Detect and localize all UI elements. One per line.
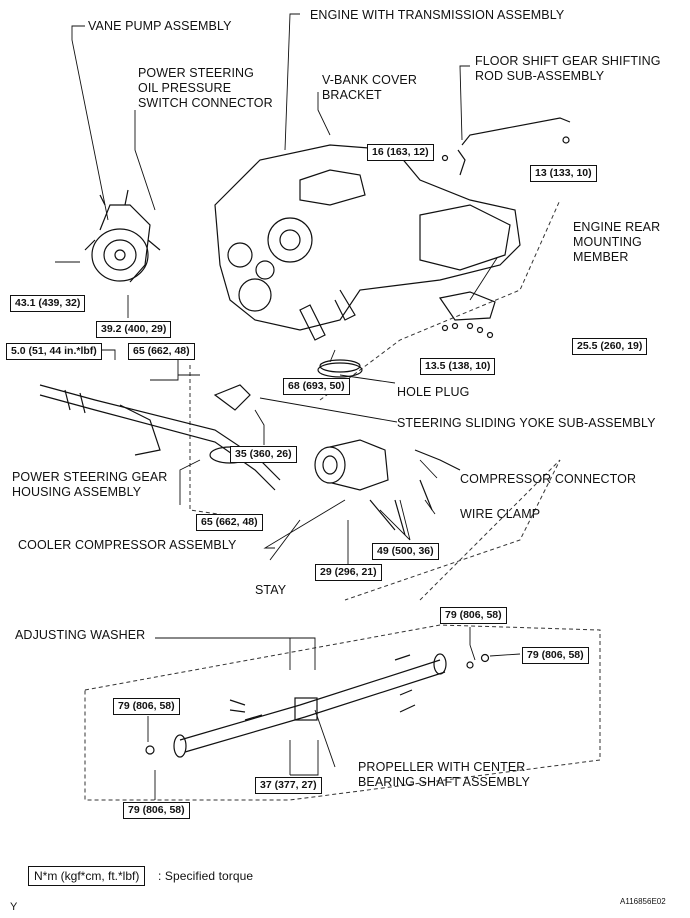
- torque-box: 13.5 (138, 10): [420, 358, 496, 375]
- ps-gear-label-line2: HOUSING ASSEMBLY: [12, 485, 142, 499]
- cooler-compressor-label: COOLER COMPRESSOR ASSEMBLY: [18, 538, 237, 552]
- torque-box: 5.0 (51, 44 in.*lbf): [6, 343, 102, 360]
- torque-box: 79 (806, 58): [113, 698, 180, 715]
- steering-yoke-label: STEERING SLIDING YOKE SUB-ASSEMBLY: [397, 416, 656, 430]
- stay-label: STAY: [255, 583, 287, 597]
- figure-code: A116856E02: [620, 897, 666, 906]
- ps-gear-label-line1: POWER STEERING GEAR: [12, 470, 168, 484]
- compressor-connector-label: COMPRESSOR CONNECTOR: [460, 472, 637, 486]
- engine-rear-label-line1: ENGINE REAR: [573, 220, 661, 234]
- torque-box: 25.5 (260, 19): [572, 338, 648, 355]
- torque-box: 35 (360, 26): [230, 446, 297, 463]
- torque-box: 37 (377, 27): [255, 777, 322, 794]
- wire-clamp-label: WIRE CLAMP: [460, 507, 541, 521]
- propeller-label-line2: BEARING SHAFT ASSEMBLY: [358, 775, 530, 789]
- torque-box: 49 (500, 36): [372, 543, 439, 560]
- vane-pump-label: VANE PUMP ASSEMBLY: [88, 19, 232, 33]
- torque-box: 79 (806, 58): [440, 607, 507, 624]
- torque-box: 16 (163, 12): [367, 144, 434, 161]
- vbank-label-line2: BRACKET: [322, 88, 382, 102]
- vane-pump-drawing: [84, 189, 161, 283]
- floor-shift-label-line2: ROD SUB-ASSEMBLY: [475, 69, 605, 83]
- torque-box: 29 (296, 21): [315, 564, 382, 581]
- propeller-label-line1: PROPELLER WITH CENTER: [358, 760, 526, 774]
- hole-plug-drawing: [317, 359, 363, 378]
- ps-switch-label-line1: POWER STEERING: [138, 66, 254, 80]
- compressor-drawing: [314, 439, 461, 536]
- torque-box: 65 (662, 48): [128, 343, 195, 360]
- adjusting-washer-label: ADJUSTING WASHER: [15, 628, 146, 642]
- torque-box: 39.2 (400, 29): [96, 321, 172, 338]
- vbank-label-line1: V-BANK COVER: [322, 73, 417, 87]
- hole-plug-label: HOLE PLUG: [397, 385, 470, 399]
- torque-box: 79 (806, 58): [522, 647, 589, 664]
- corner-mark: Y: [10, 901, 18, 913]
- torque-legend-unit: N*m (kgf*cm, ft.*lbf): [28, 866, 146, 886]
- ps-switch-label-line3: SWITCH CONNECTOR: [138, 96, 273, 110]
- torque-box: 79 (806, 58): [123, 802, 190, 819]
- engine-rear-label-line2: MOUNTING: [573, 235, 642, 249]
- floor-shift-label-line1: FLOOR SHIFT GEAR SHIFTING: [475, 54, 661, 68]
- torque-box: 43.1 (439, 32): [10, 295, 86, 312]
- engine-mount-drawing: [438, 291, 496, 339]
- torque-box: 65 (662, 48): [196, 514, 263, 531]
- torque-box: 68 (693, 50): [283, 378, 350, 395]
- engine-drawing: [214, 144, 521, 341]
- engine-transmission-label: ENGINE WITH TRANSMISSION ASSEMBLY: [310, 8, 565, 22]
- propeller-shaft-drawing: [145, 653, 490, 758]
- torque-legend-text: : Specified torque: [158, 869, 254, 883]
- torque-box: 13 (133, 10): [530, 165, 597, 182]
- ps-switch-label-line2: OIL PRESSURE: [138, 81, 232, 95]
- shift-rod-drawing: [441, 117, 571, 176]
- engine-rear-label-line3: MEMBER: [573, 250, 629, 264]
